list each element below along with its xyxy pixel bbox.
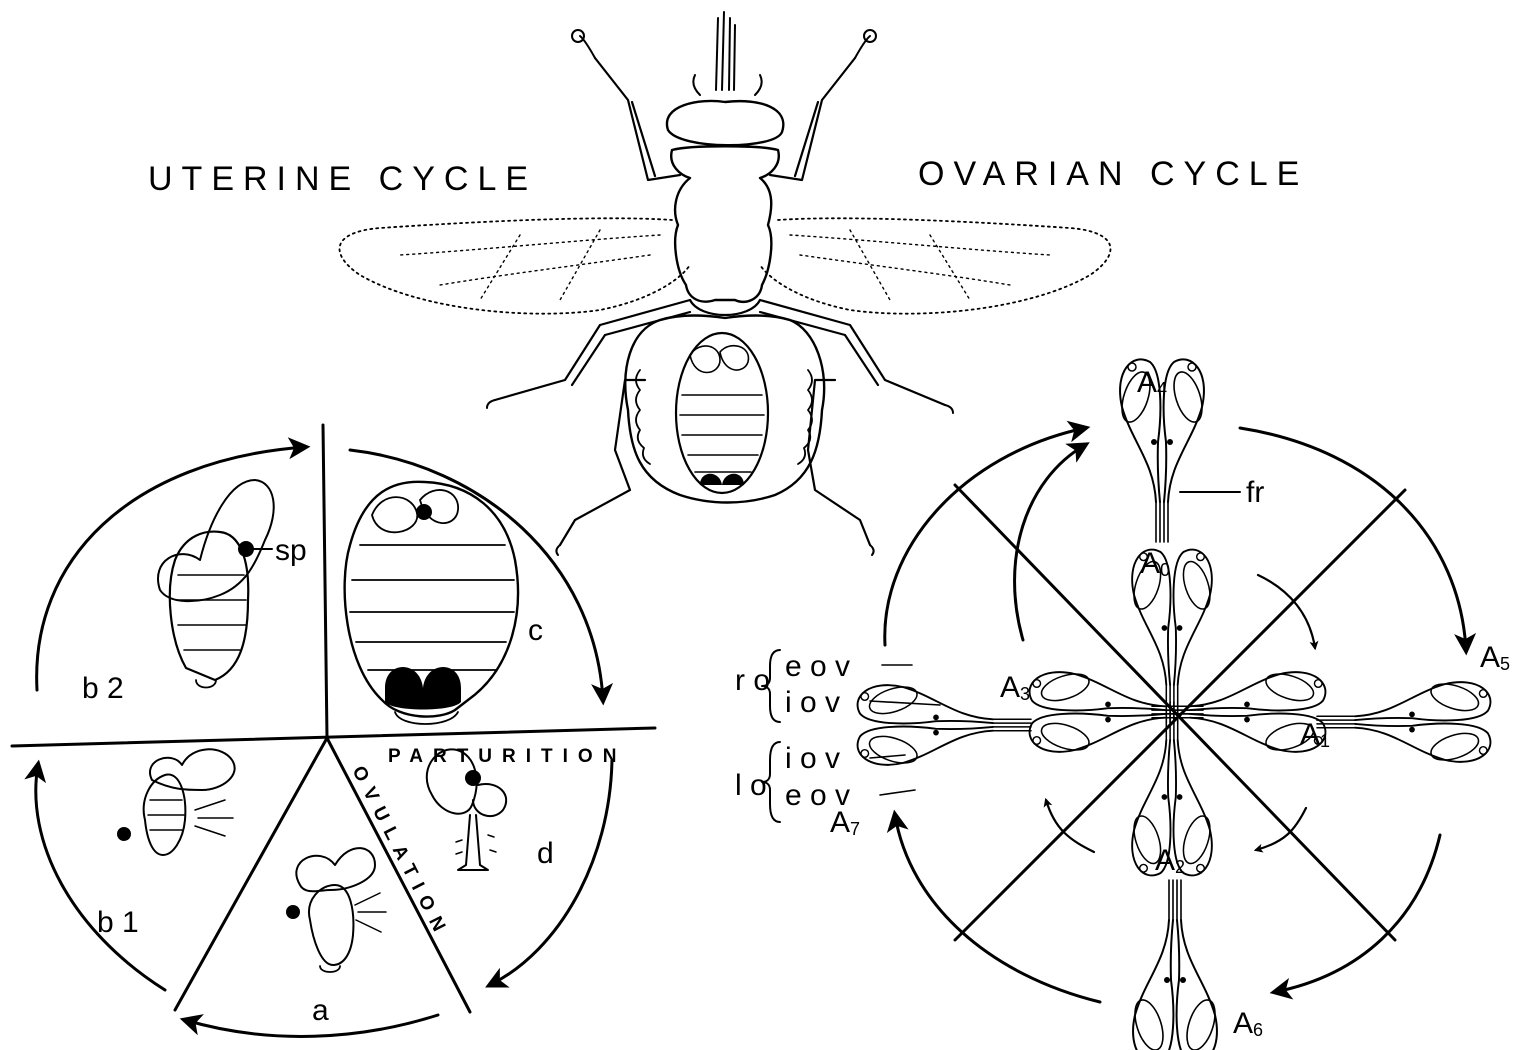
uterine-vertical-divider: [323, 425, 327, 738]
ovary-a6: [1130, 880, 1221, 1050]
ovarian-cycle-title: OVARIAN CYCLE: [918, 155, 1308, 193]
label-a6: A6: [1233, 1007, 1263, 1040]
lo-iov-label: i o v: [785, 742, 840, 775]
uterine-cycle-diagram: sp b 2 b 1 c d a: [12, 425, 655, 1036]
svg-text:A1: A1: [1300, 718, 1330, 751]
stage-label-b1: b 1: [97, 906, 139, 939]
arrow-a4-to-a5: [1240, 428, 1466, 650]
label-a0: A0: [1140, 547, 1170, 580]
svg-text:A5: A5: [1480, 641, 1510, 674]
ro-iov-label: i o v: [785, 686, 840, 719]
stage-label-d: d: [537, 837, 554, 870]
label-a5: A5: [1480, 641, 1510, 674]
arrow-a6-to-a7: [895, 815, 1100, 1002]
lo-label: l o: [735, 769, 767, 802]
svg-text:A3: A3: [1000, 671, 1030, 704]
lo-bracket: [762, 742, 780, 822]
svg-text:A0: A0: [1140, 547, 1170, 580]
stage-label-c: c: [528, 614, 543, 647]
ovarian-cycle-diagram: fr A4 A0 A5 A3 A1 A2 A7 A6 r o e o v i o…: [735, 359, 1510, 1050]
stage-d-uterus: [427, 749, 506, 870]
ovulation-label: OVULATION: [348, 763, 454, 943]
ovary-a5: [1317, 679, 1490, 765]
label-a3: A3: [1000, 671, 1030, 704]
ro-eov-label: e o v: [785, 650, 850, 683]
arrow-a3-to-a4: [885, 428, 1085, 645]
lo-eov-label: e o v: [785, 779, 850, 812]
svg-text:A2: A2: [1155, 844, 1185, 877]
label-a2: A2: [1155, 844, 1185, 877]
ro-label: r o: [735, 664, 770, 697]
label-a4: A4: [1137, 366, 1167, 399]
stage-a-uterus: [286, 848, 386, 972]
stage-c-uterus-larva: [345, 482, 518, 724]
stage-label-a: a: [312, 994, 329, 1027]
arrow-d-to-a: [490, 760, 612, 985]
stage-b2-uterus: [158, 480, 274, 688]
uterine-horizontal-divider: [12, 728, 655, 746]
arrow-a1-to-a2: [1256, 808, 1306, 850]
parturition-label: PARTURITION: [388, 746, 626, 767]
svg-text:A4: A4: [1137, 366, 1167, 399]
ro-bracket: [762, 650, 780, 722]
stage-label-b2: b 2: [82, 672, 124, 705]
arrow-a3-to-a4-inner: [1015, 445, 1085, 640]
label-a1: A1: [1300, 718, 1330, 751]
uterine-left-diagonal: [175, 738, 327, 1010]
uterine-cycle-title: UTERINE CYCLE: [148, 160, 537, 198]
uterine-right-diagonal: [327, 738, 470, 1012]
fr-label: fr: [1246, 476, 1264, 509]
arrow-a0-to-a1: [1258, 575, 1315, 648]
svg-text:A6: A6: [1233, 1007, 1263, 1040]
fly-illustration: [340, 12, 1111, 555]
arrow-a5-to-a6: [1275, 835, 1440, 992]
stage-b1-uterus: [117, 749, 235, 855]
sp-label: sp: [275, 534, 307, 567]
